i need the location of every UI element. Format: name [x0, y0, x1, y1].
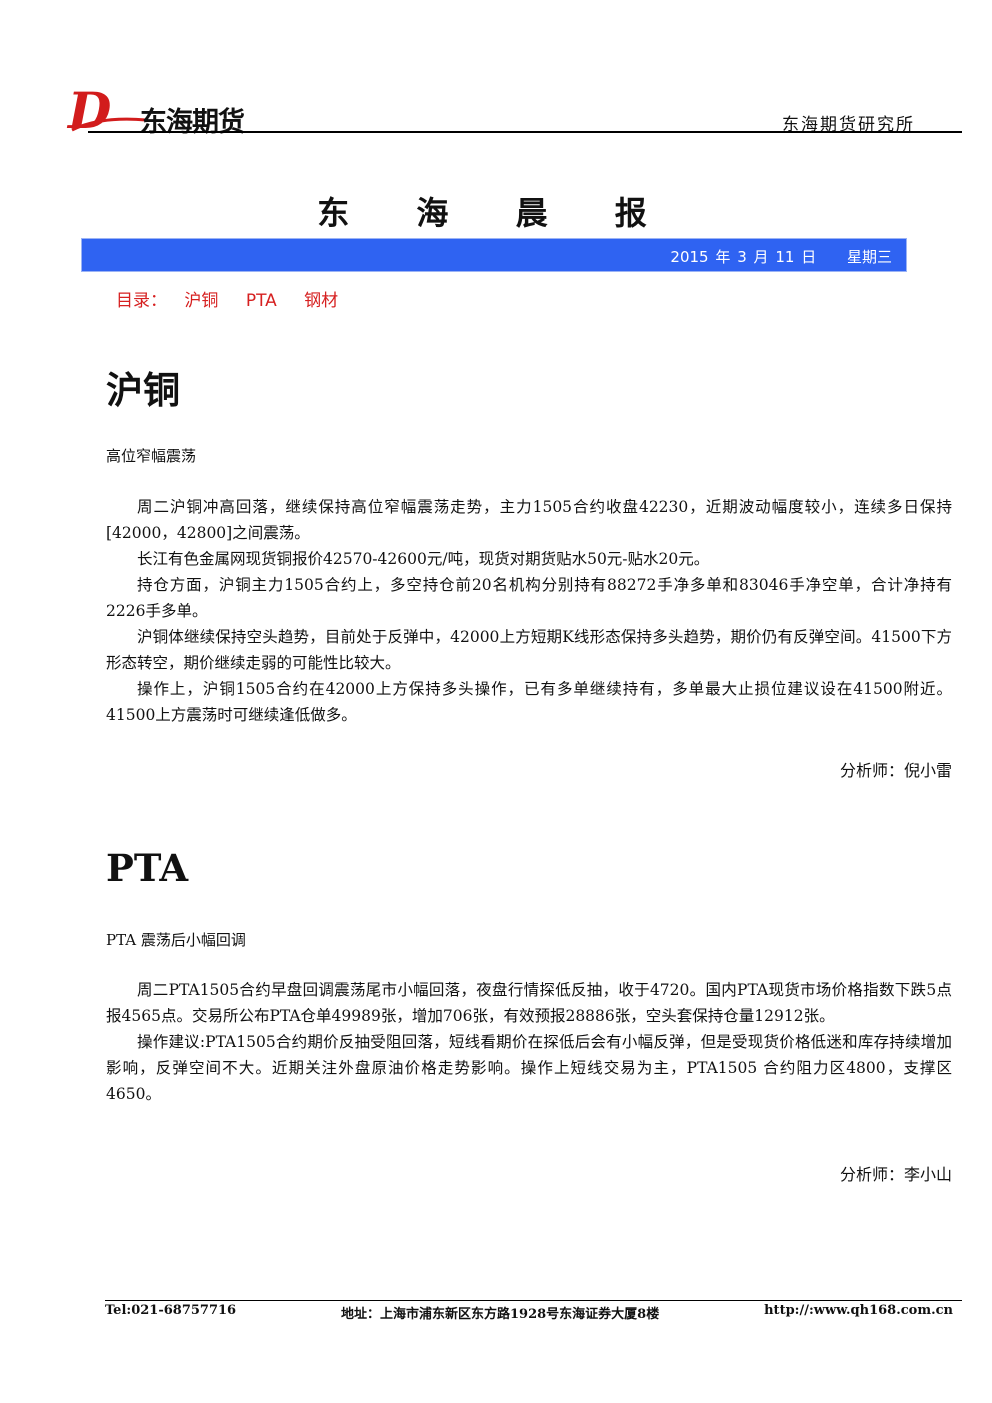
date-day: 11	[775, 248, 795, 266]
section-body-pta: 周二PTA1505合约早盘回调震荡尾市小幅回落，夜盘行情探低反抽，收于4720。…	[106, 977, 952, 1107]
section-subtitle-pta: PTA 震荡后小幅回调	[106, 931, 246, 949]
table-of-contents: 目录： 沪铜 PTA 钢材	[116, 286, 338, 311]
analyst-pta: 分析师：李小山	[839, 1165, 952, 1184]
footer-tel: Tel:021-68757716	[105, 1303, 237, 1318]
toc-label: 目录：	[116, 291, 167, 311]
paragraph: 操作上，沪铜1505合约在42000上方保持多头操作，已有多单继续持有，多单最大…	[106, 680, 952, 724]
report-title: 东 海 晨 报	[317, 194, 675, 232]
date-month-unit: 月	[753, 248, 769, 266]
date-year: 2015	[670, 248, 709, 266]
paragraph: 长江有色金属网现货铜报价42570-42600元/吨，现货对期货贴水50元-贴水…	[137, 550, 710, 568]
report-date: 2015 年 3 月 11 日 星期三	[668, 246, 892, 267]
date-year-unit: 年	[715, 248, 731, 266]
paragraph: 持仓方面，沪铜主力1505合约上，多空持仓前20名机构分别持有88272手净多单…	[106, 576, 952, 620]
analyst-copper: 分析师：倪小雷	[839, 761, 952, 780]
logo-text: 东海期货	[140, 107, 245, 138]
toc-item-steel[interactable]: 钢材	[304, 291, 339, 311]
logo-swoosh-icon	[71, 117, 147, 132]
paragraph: 周二沪铜冲高回落，继续保持高位窄幅震荡走势，主力1505合约收盘42230，近期…	[106, 498, 952, 542]
footer-url[interactable]: http://:www.qh168.com.cn	[764, 1303, 953, 1318]
company-logo: D 东海期货	[68, 81, 278, 140]
section-heading-copper: 沪铜	[106, 368, 180, 412]
section-subtitle-copper: 高位窄幅震荡	[106, 447, 197, 465]
section-heading-pta: PTA	[106, 846, 189, 890]
header-divider	[88, 131, 962, 133]
footer: Tel:021-68757716 地址：上海市浦东新区东方路1928号东海证券大…	[105, 1303, 953, 1322]
logo-mark: D	[68, 81, 112, 140]
section-body-copper: 周二沪铜冲高回落，继续保持高位窄幅震荡走势，主力1505合约收盘42230，近期…	[106, 494, 952, 728]
paragraph: 操作建议:PTA1505合约期价反抽受阻回落，短线看期价在探低后会有小幅反弹，但…	[106, 1033, 952, 1103]
institute-name: 东海期货研究所	[782, 115, 915, 135]
date-day-unit: 日	[801, 248, 817, 266]
date-bar: 2015 年 3 月 11 日 星期三	[81, 238, 907, 272]
toc-item-copper[interactable]: 沪铜	[184, 291, 219, 311]
paragraph: 沪铜体继续保持空头趋势，目前处于反弹中，42000上方短期K线形态保持多头趋势，…	[106, 628, 952, 672]
date-weekday: 星期三	[846, 248, 892, 266]
paragraph: 周二PTA1505合约早盘回调震荡尾市小幅回落，夜盘行情探低反抽，收于4720。…	[106, 981, 952, 1025]
date-month: 3	[737, 248, 747, 266]
footer-address: 地址：上海市浦东新区东方路1928号东海证券大厦8楼	[340, 1307, 660, 1322]
footer-divider	[105, 1300, 962, 1301]
toc-item-pta[interactable]: PTA	[245, 291, 277, 311]
